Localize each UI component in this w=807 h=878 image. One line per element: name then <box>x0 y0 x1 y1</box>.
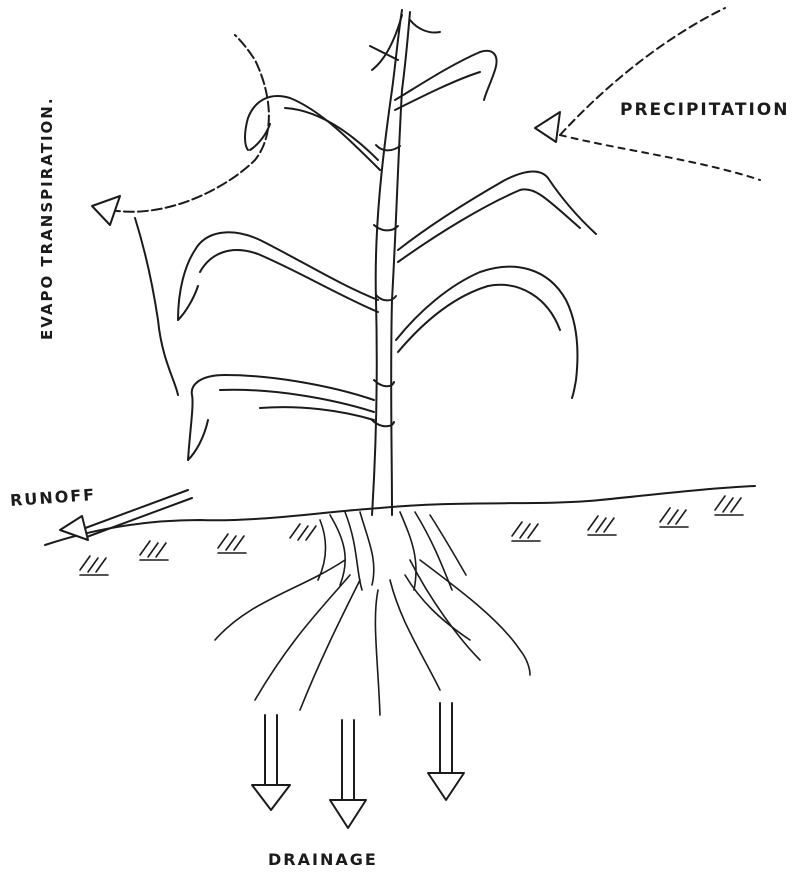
plant-roots <box>215 512 530 715</box>
evapotranspiration-arrow <box>92 35 269 395</box>
ground-line <box>45 486 755 545</box>
evapotranspiration-label: EVAPO TRANSPIRATION. <box>38 96 56 340</box>
plant-stalk <box>372 10 410 515</box>
plant-leaves <box>178 15 596 460</box>
drainage-arrows <box>252 703 464 828</box>
precipitation-label: PRECIPITATION <box>620 100 789 120</box>
precipitation-arrow <box>535 8 760 180</box>
drainage-label: DRAINAGE <box>268 850 378 869</box>
